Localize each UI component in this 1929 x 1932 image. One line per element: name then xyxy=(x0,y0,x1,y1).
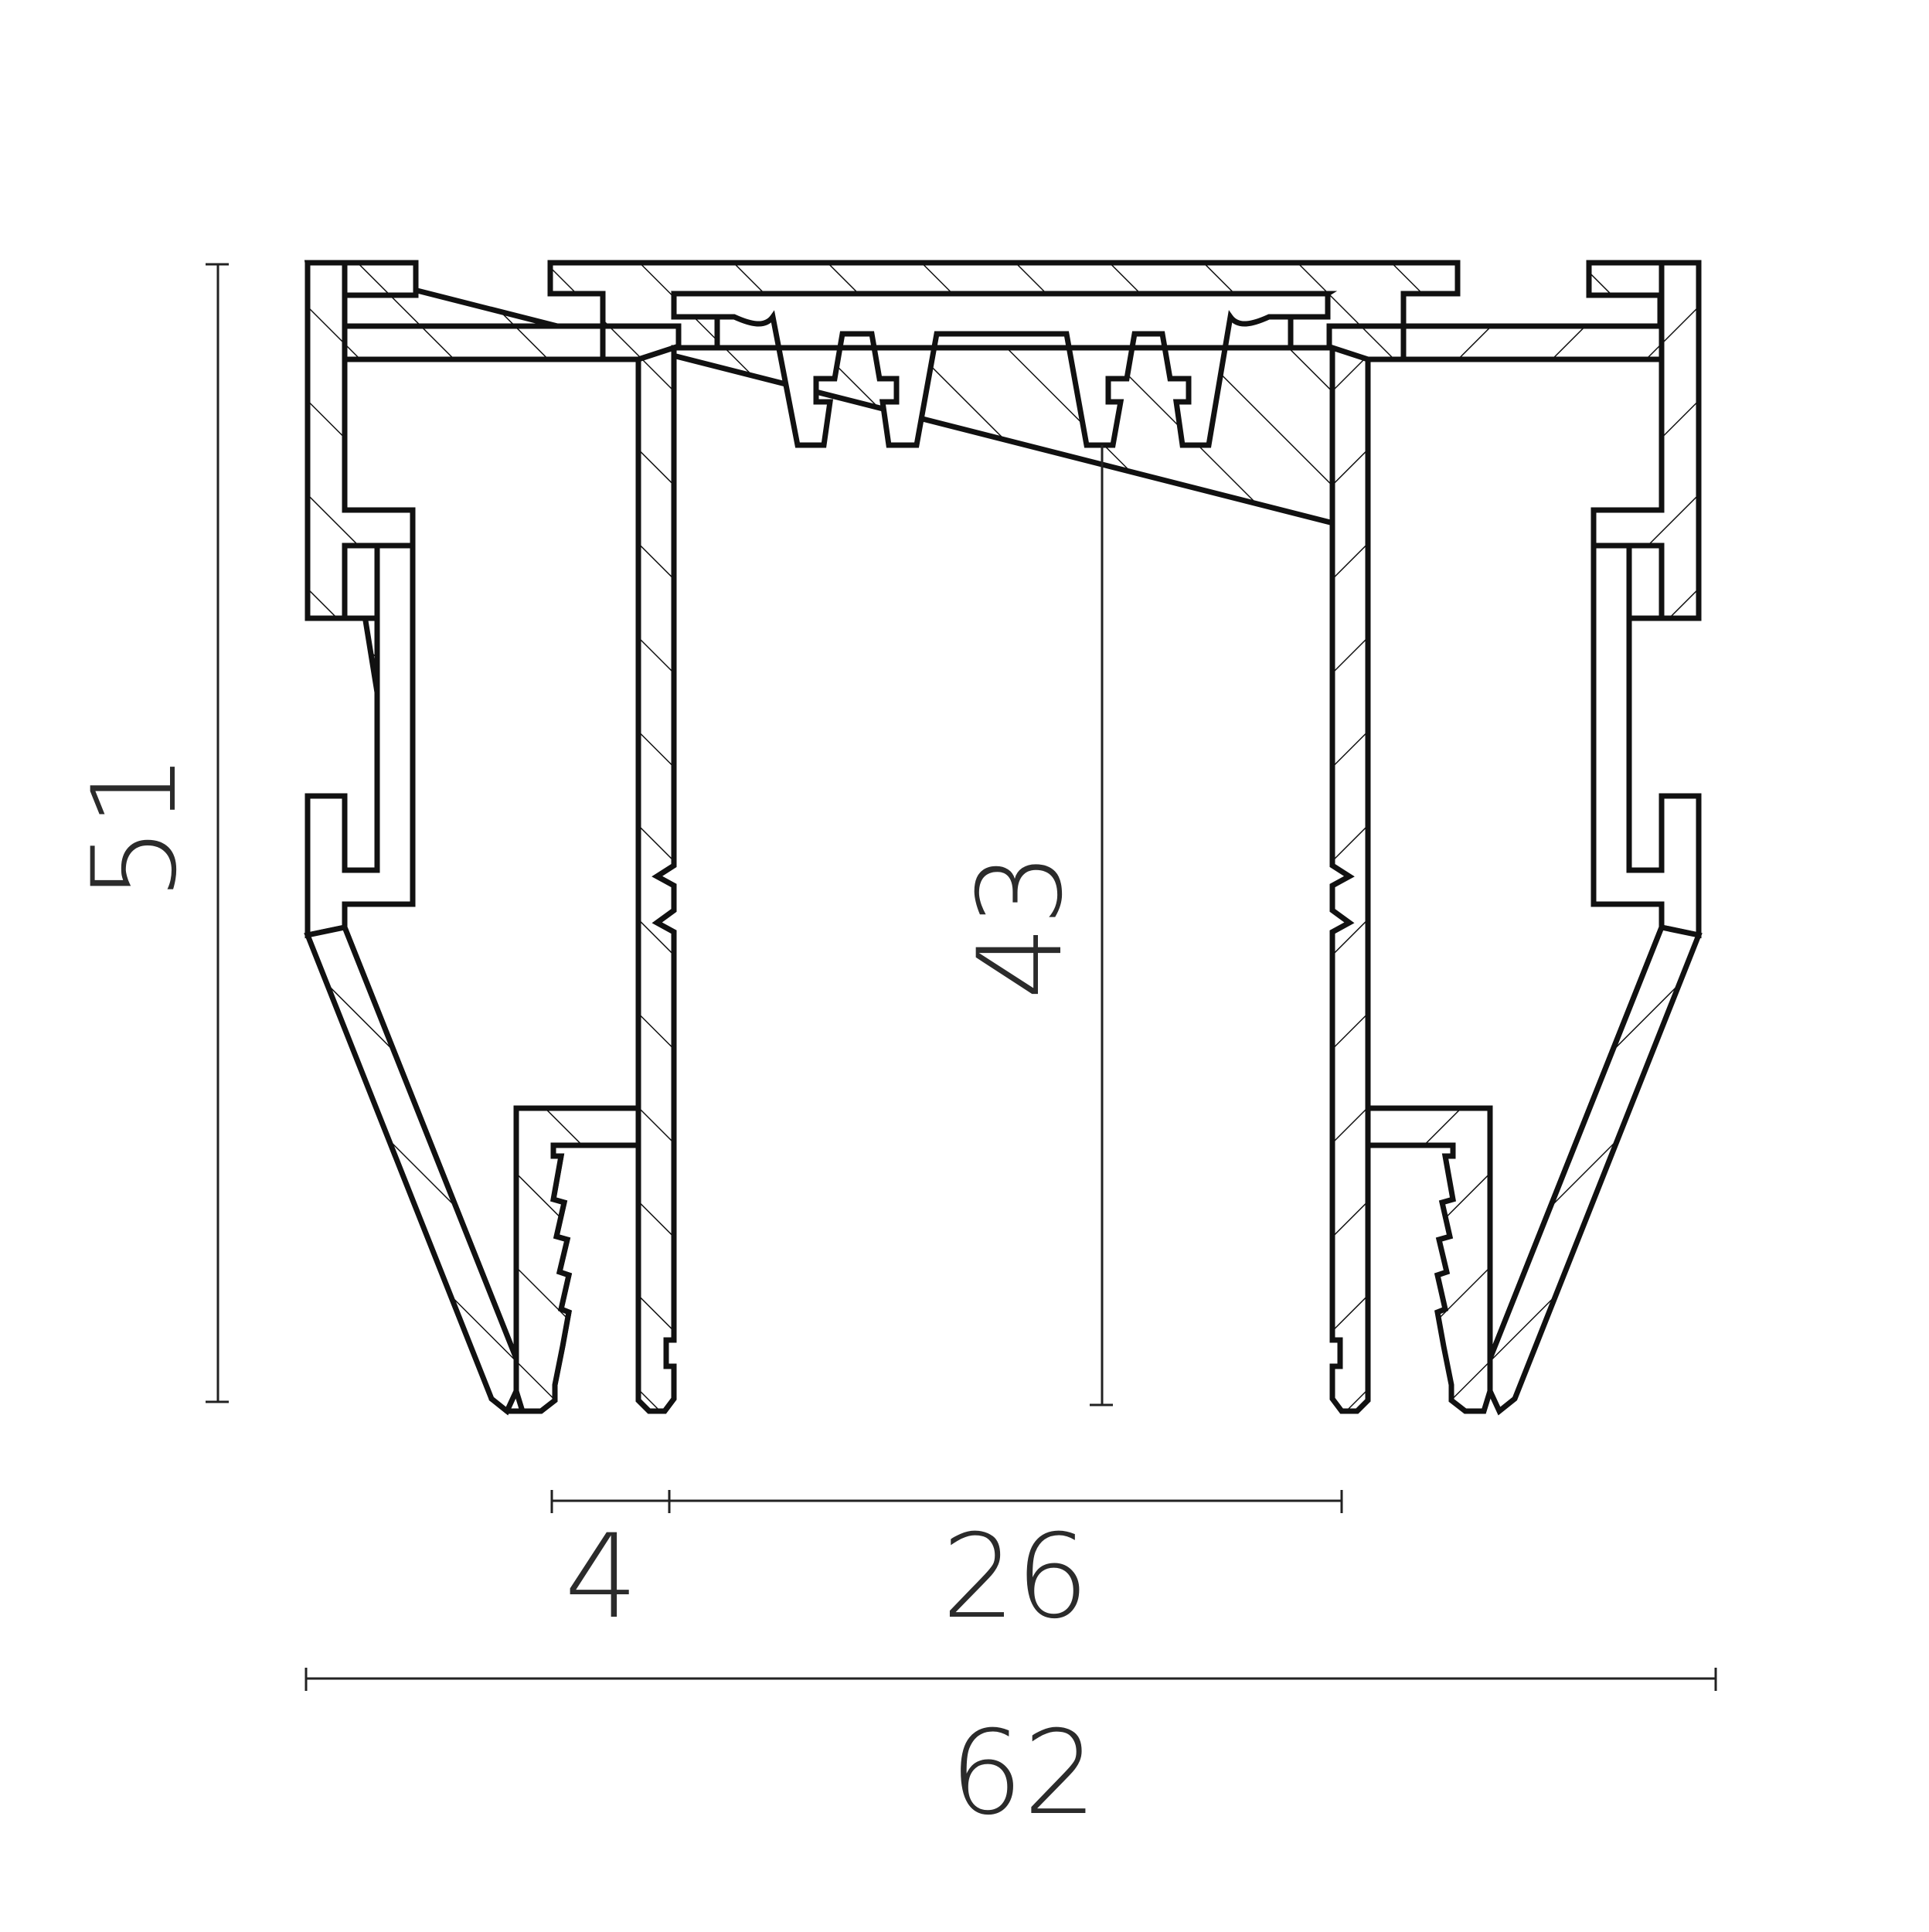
dimension-wall-and-channel: 4 26 xyxy=(550,1490,1343,1645)
left-clip-notch-top xyxy=(342,543,380,621)
left-lower-hook xyxy=(513,1105,641,1414)
dimension-label-4: 4 xyxy=(564,1510,638,1645)
left-top-bar xyxy=(342,323,606,362)
profile-right-half xyxy=(1329,260,1703,1416)
dimension-channel-depth: 43 xyxy=(954,445,1113,1406)
dimension-label-43: 43 xyxy=(954,852,1088,1000)
dimension-height-overall: 51 xyxy=(68,263,229,1403)
dimension-label-26: 26 xyxy=(942,1510,1090,1645)
dimension-label-62: 62 xyxy=(950,1706,1097,1841)
left-channel-wall xyxy=(635,344,677,1414)
left-clip-arm xyxy=(304,260,416,621)
dimension-width-overall: 62 xyxy=(304,1668,1717,1841)
track-insert-body xyxy=(714,310,1294,448)
dimension-label-51: 51 xyxy=(68,753,202,901)
